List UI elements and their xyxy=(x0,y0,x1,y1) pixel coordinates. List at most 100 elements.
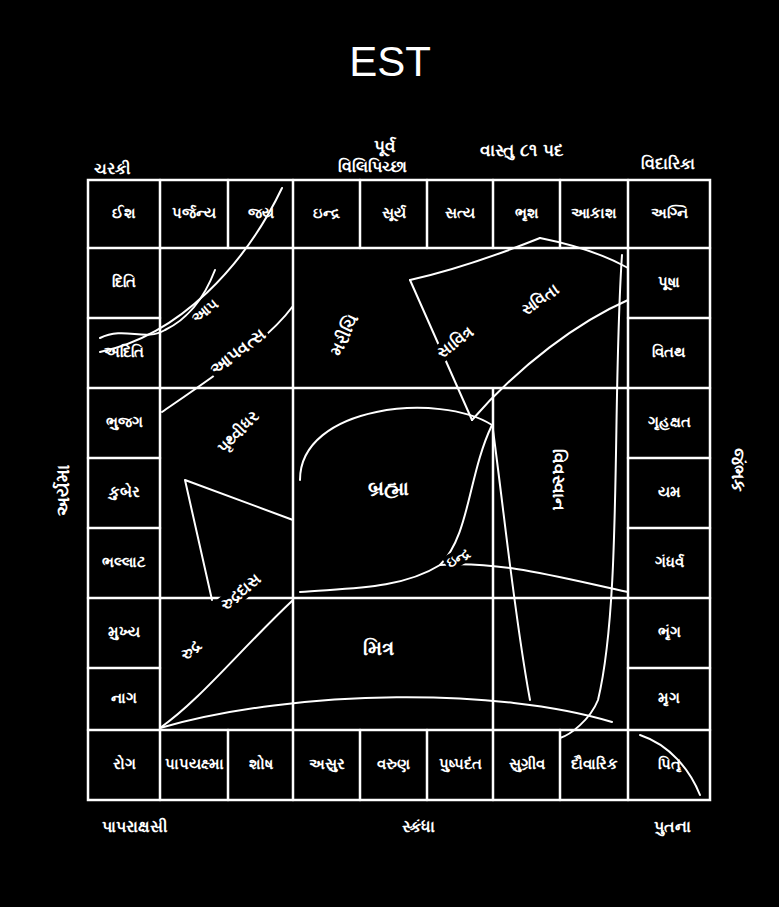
grid-lines xyxy=(88,180,710,800)
inner-region: આપ xyxy=(187,295,223,329)
pada-cell: વરુણ xyxy=(360,730,427,800)
cell-label: અસુર xyxy=(309,756,345,773)
apavatsa-curve xyxy=(162,306,293,412)
cell-label: કુબેર xyxy=(109,484,140,501)
pitru-scribble xyxy=(640,735,700,795)
pada-cell: યમ xyxy=(628,458,710,528)
pada-cell: વિતથ xyxy=(628,318,710,388)
region-label: મિત્ર xyxy=(361,637,396,660)
cell-label: અગ્નિ xyxy=(651,205,688,222)
pada-cell: પર્જન્ય xyxy=(160,180,228,248)
cell-label: શોષ xyxy=(249,756,273,773)
pada-cell: ઈશ xyxy=(88,180,160,248)
pada-cell: ભૃંગ xyxy=(628,598,710,668)
region-label: મરીચિ xyxy=(326,309,364,361)
pada-cell: મુખ્ય xyxy=(88,598,160,668)
mitra-curve xyxy=(160,697,612,728)
pada-cell: પુષ્પદંત xyxy=(427,730,493,800)
inner-region: ઇન્દ્ર xyxy=(442,544,474,572)
direction-label: વિદારિકા xyxy=(641,154,695,173)
ring-lines xyxy=(88,180,710,800)
pada-cell: ગૃહક્ષત xyxy=(628,388,710,458)
bottom-dividers xyxy=(228,730,560,800)
pada-cell: શોષ xyxy=(228,730,293,800)
right-dividers xyxy=(628,318,710,668)
savitra-curve xyxy=(410,238,540,280)
inner-region: બ્રહ્મા xyxy=(366,477,411,500)
region-label: સવિતા xyxy=(516,279,564,320)
pada-cell: નાગ xyxy=(88,668,160,730)
pada-cell: ભૃશ xyxy=(493,180,560,248)
cell-label: પિતૃ xyxy=(658,756,681,773)
pada-cell: દિતિ xyxy=(88,248,160,318)
cell-label: જય xyxy=(248,205,274,222)
inner-region: સવિતા xyxy=(516,279,564,320)
inner-region: આપવત્સ xyxy=(205,323,271,381)
rudra-curve xyxy=(160,600,293,728)
direction-label: પૂર્વ xyxy=(374,136,396,156)
cell-label: ઈશ xyxy=(112,205,136,222)
cell-label: ભૃશ xyxy=(515,205,539,222)
cell-label: વિતથ xyxy=(652,344,686,361)
cell-label: ગંધર્વ xyxy=(655,554,684,571)
inner-region: પૃથ્વીધર xyxy=(212,406,264,458)
region-label: આપ xyxy=(187,295,223,329)
cell-label: ઇન્દ્ર xyxy=(313,205,340,222)
cell-label: મુખ્ય xyxy=(108,624,140,641)
cell-label: ભૃંગ xyxy=(658,624,681,641)
pada-cell: પૂષા xyxy=(628,248,710,318)
region-label: ઇન્દ્ર xyxy=(442,544,474,572)
cell-label: અદિતિ xyxy=(104,344,144,361)
cell-label: રોગ xyxy=(113,756,136,773)
region-label: રુદ્ર xyxy=(175,635,206,665)
pada-cell: આકાશ xyxy=(560,180,628,248)
cell-label: પૂષા xyxy=(658,274,680,291)
direction-label: જંભક xyxy=(727,448,749,492)
pada-cell: અદિતિ xyxy=(88,318,160,388)
diagram-title: EST xyxy=(349,38,431,86)
pada-cell: પાપયક્ષ્મા xyxy=(160,730,228,800)
cell-label: વરુણ xyxy=(377,756,410,773)
region-label: બ્રહ્મા xyxy=(366,477,411,500)
savitra-curve xyxy=(472,300,628,420)
cell-label: પુષ્પદંત xyxy=(439,756,482,773)
direction-label: ચરકી xyxy=(94,159,131,178)
inner-region: મિત્ર xyxy=(361,637,396,660)
pada-cell: કુબેર xyxy=(88,458,160,528)
cell-label: ભલ્લાટ xyxy=(102,554,146,571)
cell-label: સૂર્ય xyxy=(382,205,406,222)
inner-region: મરીચિ xyxy=(326,309,364,361)
direction-label: પુતના xyxy=(654,817,691,836)
pada-cell: ભલ્લાટ xyxy=(88,528,160,598)
inner-region: વિવસ્વાન xyxy=(548,447,568,513)
inner-region: રુદ્ર xyxy=(175,635,206,665)
left-dividers xyxy=(88,318,160,668)
pada-cell: અગ્નિ xyxy=(628,180,710,248)
pada-cell: ગંધર્વ xyxy=(628,528,710,598)
cell-label: યમ xyxy=(658,484,681,501)
outer-border xyxy=(88,180,710,800)
right-curve xyxy=(560,255,622,738)
cell-label: દિતિ xyxy=(112,274,136,291)
pada-cell: સત્ય xyxy=(427,180,493,248)
region-label: સાવિત્ર xyxy=(432,321,479,363)
inner-region: રુદ્રદાસ xyxy=(215,569,266,616)
indra-curve xyxy=(440,564,628,592)
direction-label: પાપરાક્ષસી xyxy=(102,817,168,836)
pada-cell: સૂર્ય xyxy=(360,180,427,248)
cell-label: દૌવારિક xyxy=(571,756,618,773)
pada-cell: સુગ્રીવ xyxy=(493,730,560,800)
cell-label: પાપયક્ષ્મા xyxy=(165,756,224,773)
vivasvan-curve xyxy=(493,430,530,700)
pada-cell: મૃગ xyxy=(628,668,710,730)
region-label: પૃથ્વીધર xyxy=(212,406,264,458)
pada-cell: ઇન્દ્ર xyxy=(293,180,360,248)
cell-label: સુગ્રીવ xyxy=(509,756,545,773)
pada-cell: અસુર xyxy=(293,730,360,800)
cell-label: નાગ xyxy=(111,690,137,707)
cell-label: સત્ય xyxy=(445,205,475,222)
direction-label: વાસ્તુ ૮૧ પદ xyxy=(480,140,564,160)
inner-region: સાવિત્ર xyxy=(432,321,479,363)
cell-label: પર્જન્ય xyxy=(172,205,216,222)
direction-label: સ્કંધા xyxy=(402,817,435,836)
